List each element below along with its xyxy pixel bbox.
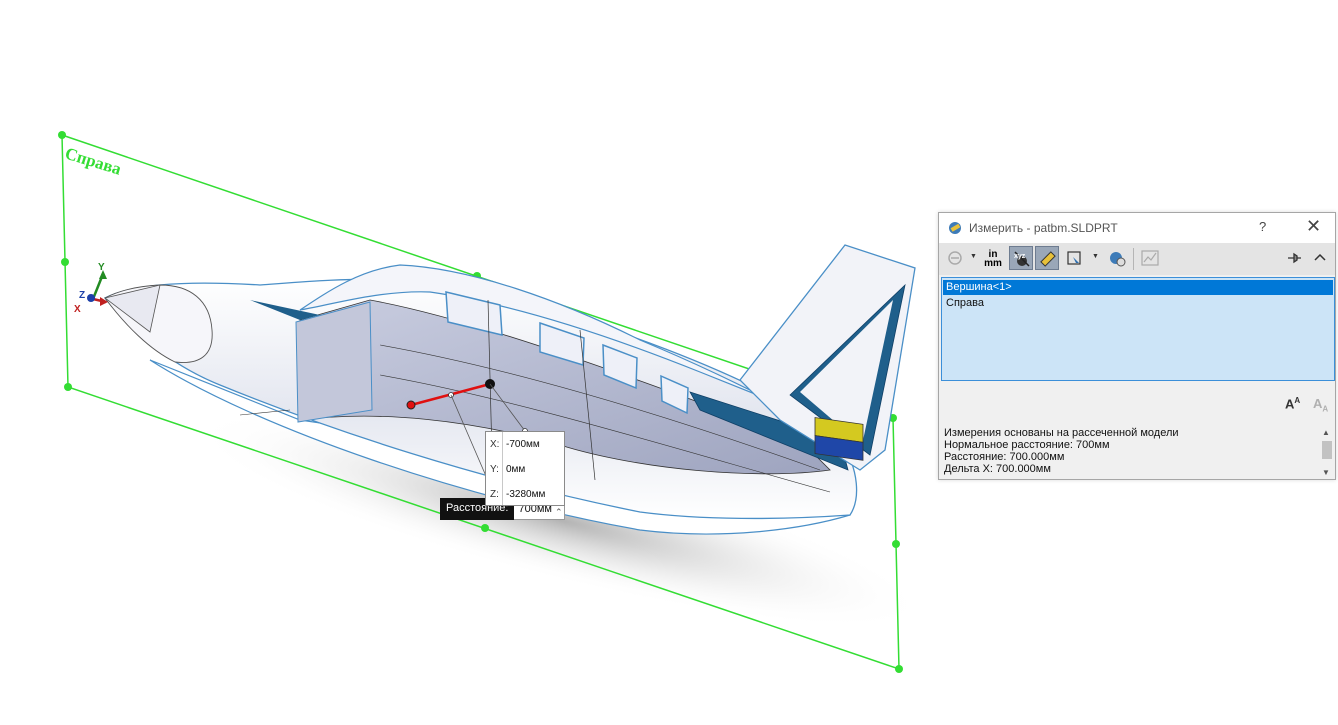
units-top-text: in — [988, 249, 998, 260]
sensor-graph-icon — [1141, 250, 1159, 266]
projected-on-button[interactable] — [1063, 246, 1087, 270]
selection-list[interactable]: Вершина<1> Справа — [941, 277, 1335, 381]
reference-triad: Y Z X — [74, 262, 108, 315]
increase-font-icon[interactable]: AA — [1285, 396, 1301, 412]
measure-results: Измерения основаны на рассеченной модели… — [941, 425, 1335, 479]
chevron-up-icon[interactable]: ⌃ — [554, 507, 563, 517]
coordinate-tooltip: X: -700мм Y: 0мм Z: -3280мм — [485, 431, 565, 506]
model-shadow — [191, 411, 929, 629]
plane-label: Справа — [63, 144, 124, 179]
help-button[interactable]: ? — [1259, 219, 1267, 234]
chevron-up-icon — [1314, 253, 1326, 261]
triad-z-label: Z — [79, 290, 85, 301]
collapse-dialog-button[interactable] — [1308, 246, 1332, 270]
point-to-point-button[interactable] — [1035, 246, 1059, 270]
list-item[interactable]: Справа — [946, 297, 984, 309]
coord-z-label: Z: — [490, 489, 499, 500]
create-sensor-button[interactable] — [1138, 246, 1162, 270]
coord-row-y: Y: 0мм — [486, 457, 564, 482]
aircraft-model[interactable] — [104, 244, 916, 535]
dialog-title-bar[interactable]: Измерить - patbm.SLDPRT ? ✕ — [939, 213, 1335, 243]
result-line: Дельта X: 700.000мм — [944, 463, 1051, 475]
results-scrollbar[interactable]: ▲ ▼ — [1319, 425, 1335, 479]
coord-x-value: -700мм — [506, 439, 540, 450]
coordinate-divider — [502, 432, 503, 505]
history-icon — [1110, 252, 1126, 267]
coord-y-value: 0мм — [506, 464, 526, 475]
coord-z-value: -3280мм — [506, 489, 546, 500]
pin-icon — [1288, 252, 1301, 264]
triad-y-label: Y — [98, 262, 105, 273]
result-line: Измерения основаны на рассеченной модели — [944, 427, 1179, 439]
measure-dialog: Измерить - patbm.SLDPRT ? ✕ ▼ in mm xyz — [938, 212, 1336, 480]
units-icon: in mm — [983, 249, 1003, 269]
dialog-title: Измерить - patbm.SLDPRT — [969, 221, 1118, 235]
toolbar-separator — [1133, 248, 1134, 270]
coord-x-label: X: — [490, 439, 500, 450]
units-precision-button[interactable]: in mm — [983, 246, 1007, 270]
distance-tooltip-value-text: 700мм — [518, 503, 552, 515]
projection-icon — [1067, 251, 1081, 265]
coord-row-x: X: -700мм — [486, 432, 564, 457]
arc-measure-icon — [948, 251, 962, 265]
result-line: Нормальное расстояние: 700мм — [944, 439, 1110, 451]
coord-y-label: Y: — [490, 464, 499, 475]
measurement-history-button[interactable] — [1105, 246, 1129, 270]
scroll-thumb[interactable] — [1322, 441, 1332, 459]
dialog-toolbar: ▼ in mm xyz ▼ — [939, 243, 1335, 275]
coord-row-z: Z: -3280мм — [486, 482, 564, 507]
scroll-down-icon[interactable]: ▼ — [1322, 468, 1330, 477]
arc-circle-measure-button[interactable] — [943, 246, 967, 270]
triad-x-label: X — [74, 304, 81, 315]
xyz-measure-icon: xyz — [1014, 251, 1030, 267]
scroll-up-icon[interactable]: ▲ — [1322, 428, 1330, 437]
measure-tool-icon — [949, 222, 961, 234]
show-xyz-measurements-button[interactable]: xyz — [1009, 246, 1033, 270]
list-item[interactable]: Вершина<1> — [943, 280, 1333, 295]
result-line: Расстояние: 700.000мм — [944, 451, 1065, 463]
ruler-icon — [1040, 251, 1056, 267]
pin-dialog-button[interactable] — [1282, 246, 1306, 270]
svg-text:xyz: xyz — [1014, 253, 1026, 260]
chevron-down-icon[interactable]: ▼ — [1092, 253, 1099, 260]
units-bottom-text: mm — [984, 258, 1002, 269]
decrease-font-icon[interactable]: AA — [1313, 396, 1329, 414]
chevron-down-icon[interactable]: ▼ — [970, 253, 977, 260]
close-button[interactable]: ✕ — [1306, 216, 1322, 236]
